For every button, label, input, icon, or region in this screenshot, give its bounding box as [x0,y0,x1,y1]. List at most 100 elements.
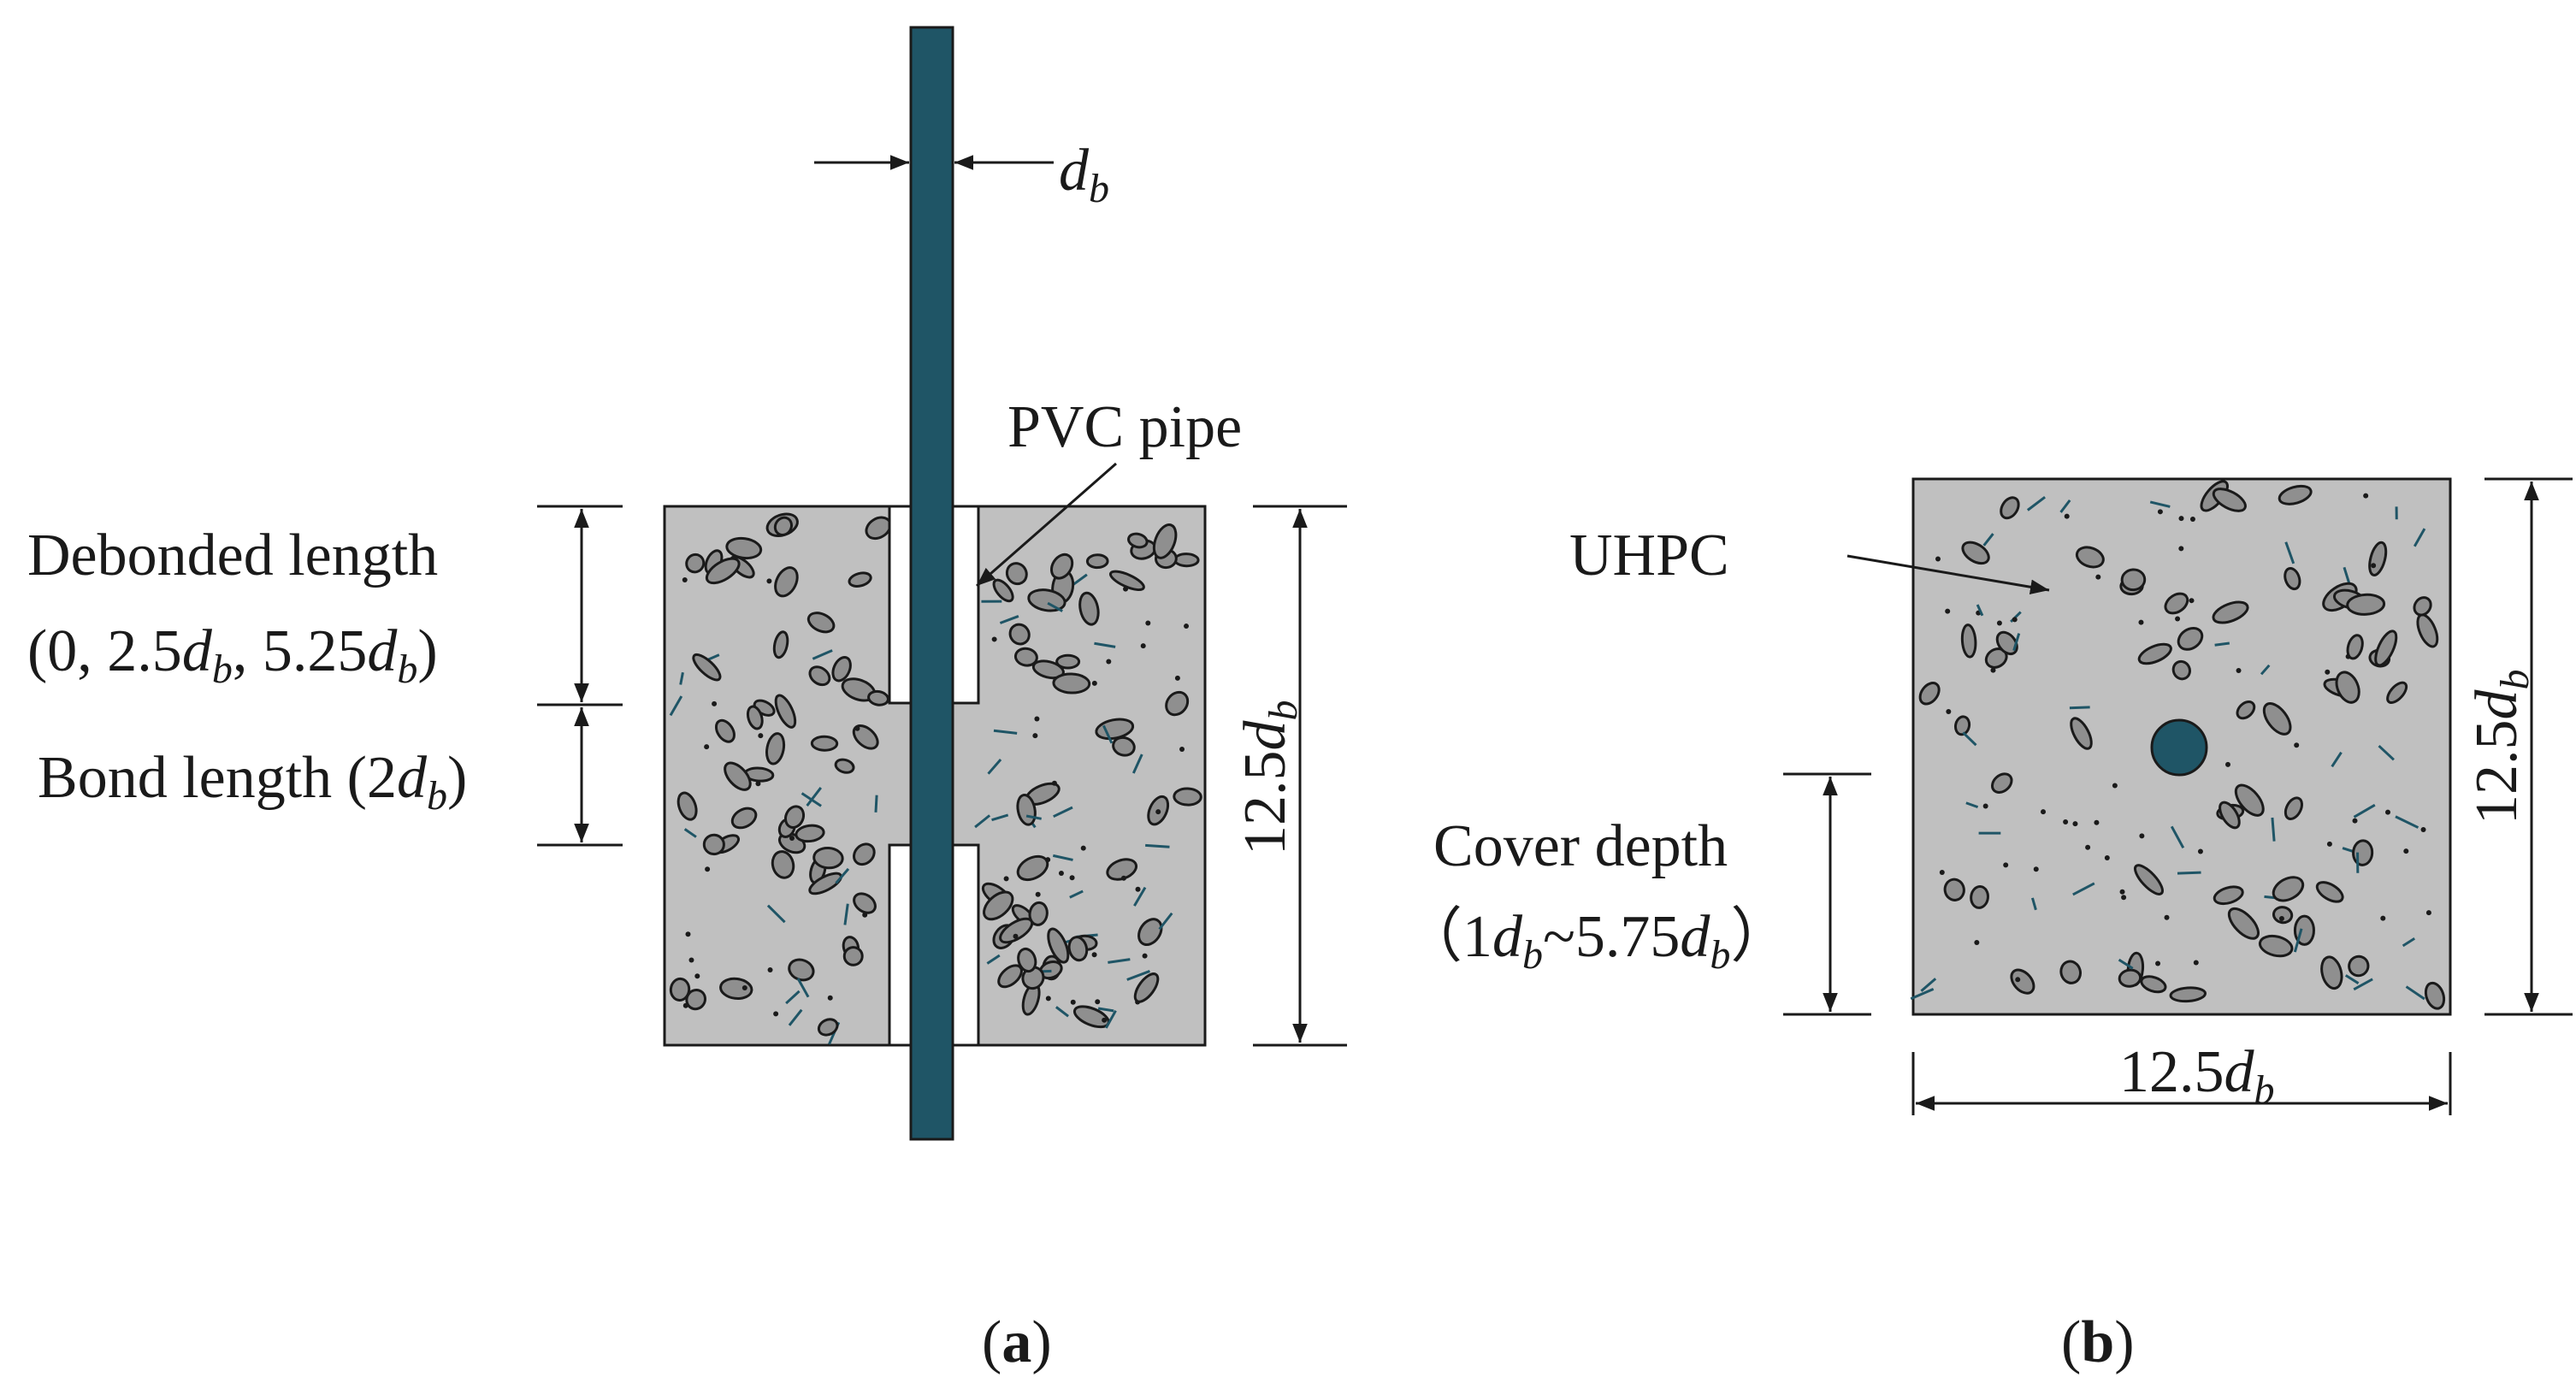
sand-particle [2175,616,2181,622]
aggregate [2171,659,2191,681]
steel-fiber [2284,541,2295,564]
sand-particle [2064,513,2070,519]
steel-fiber [999,615,1019,624]
steel-fiber [2378,744,2395,761]
caption-a: (a) [982,1309,1052,1375]
sand-particle [2325,669,2331,675]
steel-fiber [1965,801,1979,809]
sand-particle [2363,493,2369,499]
sand-particle [1982,803,1988,809]
aggregate [806,612,836,634]
steel-fiber [2177,871,2201,875]
steel-fiber [1097,1007,1114,1013]
uhpc-label: UHPC [1569,523,1729,588]
steel-fiber [1982,533,1994,547]
aggregate [719,977,753,1000]
aggregate [2272,906,2294,925]
aggregate [2164,592,2189,615]
aggregate [2227,907,2260,940]
aggregate [2284,566,2301,591]
steel-fiber [1962,731,1977,747]
aggregate [1133,972,1160,1003]
aggregate [1137,918,1163,946]
steel-fiber [1047,601,1063,612]
steel-fiber [2214,641,2230,647]
aggregate [2140,975,2167,994]
sand-particle [712,700,718,706]
aggregate [765,732,786,765]
steel-fiber [766,904,786,924]
sand-particle [2178,546,2184,552]
sand-particle [1140,643,1146,649]
aggregate [1013,647,1038,667]
aggregate [2177,626,2204,651]
cover-depth-values: （1db~5.75db） [1403,904,1790,978]
steel-fiber [1055,1006,1069,1018]
sand-particle [1013,933,1019,939]
aggregate [1052,672,1091,694]
sand-particle [2112,783,2118,789]
aggregate [983,890,1014,921]
sand-particle [1946,709,1952,715]
sand-particle [1184,624,1190,629]
aggregate [1017,947,1037,973]
steel-fiber [2069,706,2090,710]
steel-fiber [2395,815,2419,829]
uhpc-leader [1846,554,2050,594]
sand-particle [2157,509,2163,515]
caption-b: (b) [2061,1309,2135,1375]
steel-fiber [796,978,810,998]
sand-particle [2380,915,2386,921]
aggregate [1953,715,1971,736]
sand-particle [1035,891,1041,897]
aggregate [1008,623,1031,646]
steel-fiber [1102,724,1114,744]
steel-fiber [1069,889,1084,899]
steel-fiber [2331,751,2343,768]
aggregate [1152,523,1178,559]
debonded-length-values: (0, 2.5db, 5.25db) [27,618,438,692]
aggregate [1108,570,1145,592]
aggregate [1049,553,1074,580]
aggregate [685,553,706,574]
sand-particle [1179,747,1185,753]
aggregate [808,665,831,687]
sand-particle [2236,668,2242,674]
aggregate [867,689,889,706]
sand-particle [1032,733,1038,739]
steel-fiber [2170,825,2185,849]
aggregate [2424,981,2446,1010]
sand-particle [2104,855,2110,861]
steel-fiber [1094,641,1116,648]
aggregate [2413,596,2432,617]
steel-fiber [1025,814,1042,820]
aggregate [2134,864,2164,895]
aggregate [1990,772,2013,794]
aggregate [817,1018,839,1037]
sand-particle [1155,809,1161,815]
sand-particle [1974,940,1980,946]
sand-particle [1990,667,1996,673]
width-label-b: 12.5db [2119,1039,2275,1113]
sand-particle [1939,869,1945,875]
aggregate [2219,801,2241,830]
aggregate [724,761,752,791]
sand-particle [1142,953,1148,959]
steel-fiber [806,786,822,807]
steel-fiber [2072,882,2095,896]
steel-fiber [2026,496,2046,511]
debonded-length-label: Debonded length [27,523,438,588]
aggregate [795,824,825,843]
sand-particle [2352,818,2358,824]
sand-particle [1123,586,1129,592]
aggregate [2320,955,2343,990]
steel-fiber [986,954,1001,965]
aggregate [1995,630,2018,656]
sand-particle [1135,886,1141,892]
sand-particle [1070,999,1076,1005]
db-label: db [1059,138,1109,211]
steel-fiber [683,828,697,838]
sand-particle [1058,870,1064,876]
steel-fiber [874,795,878,813]
sand-particle [789,835,795,841]
